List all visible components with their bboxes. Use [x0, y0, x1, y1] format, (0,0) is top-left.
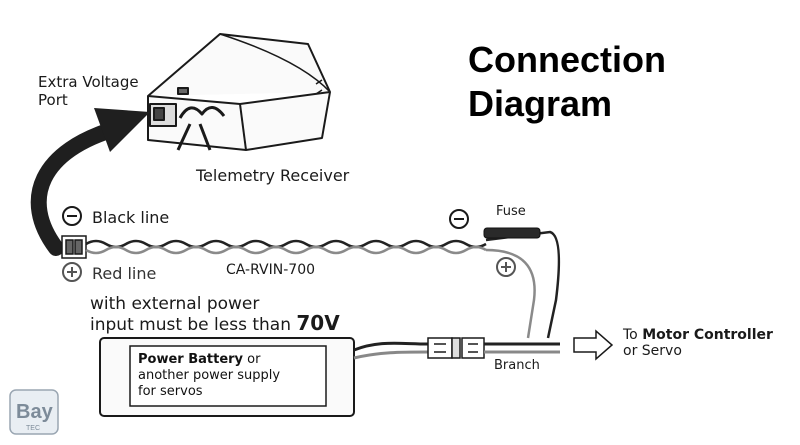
max-voltage-value: 70V — [296, 311, 340, 335]
svg-text:Bay: Bay — [16, 401, 54, 423]
fuse-label: Fuse — [496, 204, 526, 219]
plus-symbol-branch — [496, 257, 516, 277]
battery-leads — [353, 341, 429, 360]
minus-symbol-black-line — [62, 206, 82, 226]
cable-model-label: CA-RVIN-700 — [226, 262, 316, 278]
telemetry-receiver-label: Telemetry Receiver — [196, 166, 350, 185]
motor-leads — [484, 342, 560, 354]
battery-label: Power Battery or another power supply fo… — [138, 352, 281, 399]
jst-connector — [61, 235, 87, 259]
branch-label: Branch — [494, 358, 540, 373]
power-input-note: with external power input must be less t… — [90, 294, 340, 335]
minus-symbol-fuse — [449, 209, 469, 229]
baytec-logo: Bay TEC — [9, 389, 59, 435]
fuse — [483, 227, 541, 239]
curved-arrow — [30, 120, 126, 256]
svg-text:TEC: TEC — [26, 425, 40, 432]
power-battery — [99, 337, 355, 417]
branch-connector — [427, 337, 485, 359]
telemetry-receiver-box — [147, 33, 331, 151]
red-line-label: Red line — [92, 264, 157, 283]
twisted-cable — [85, 230, 561, 339]
extra-voltage-port-label: Extra Voltage Port — [38, 73, 139, 109]
curved-arrow-head — [94, 108, 150, 152]
plus-symbol-red-line — [62, 262, 82, 282]
motor-controller-label: To Motor Controller or Servo — [623, 327, 773, 359]
motor-arrow — [573, 329, 614, 361]
diagram-title: Connection Diagram — [468, 39, 666, 124]
black-line-label: Black line — [92, 208, 170, 227]
